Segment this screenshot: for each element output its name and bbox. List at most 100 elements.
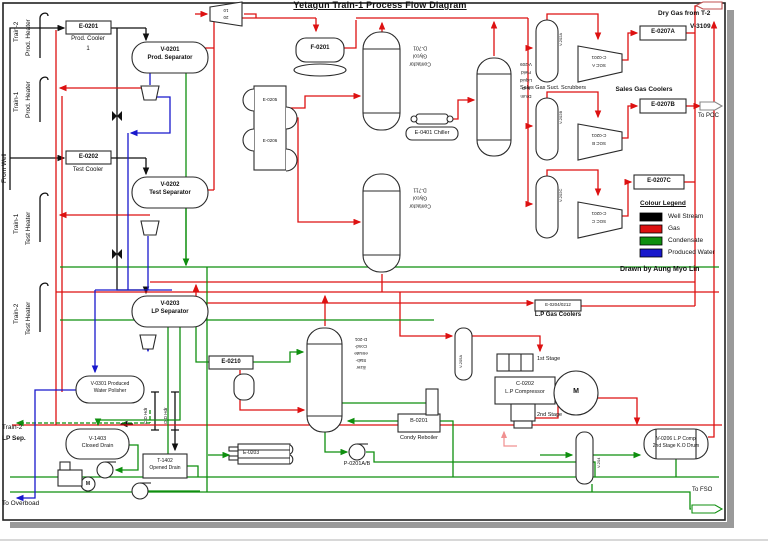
train2-lp-sep-line1: Train-2	[2, 424, 23, 431]
to-fso-connector	[691, 504, 724, 514]
t1402-tag: T-1402	[157, 458, 173, 464]
e0204-cooler-box	[534, 299, 582, 312]
c0202-stage1-ribs	[508, 354, 522, 371]
top-compressor-label-line: 10	[223, 8, 229, 14]
legend-condensate-label: Condensate	[668, 237, 704, 244]
d701-tangent-lines	[363, 48, 400, 114]
train1-test-heater-train-label: Train-1	[13, 213, 20, 234]
train1-prod-heater-train-label: Train-1	[13, 91, 20, 112]
legend-swatch-well-stream	[639, 212, 663, 222]
v202a-tag: V-202A	[558, 32, 563, 46]
produced-water-lines	[15, 72, 172, 502]
legend-swatch-gas	[639, 224, 663, 234]
train2-test-heater-train-label: Train-2	[13, 303, 20, 324]
legend-swatches	[639, 212, 663, 258]
t1402-opened-drain-tank	[142, 453, 188, 479]
c0202-stage2-base	[513, 420, 533, 429]
d711-contactor-column	[362, 173, 401, 273]
legend-swatch-condensate	[639, 236, 663, 246]
e0201-cooler-box	[65, 20, 112, 35]
v0202-water-boot	[140, 220, 160, 236]
c0201a-label-line: SGC A	[592, 63, 606, 69]
v209-label-line: Field	[521, 70, 531, 76]
e0202-tag: E-0202	[78, 154, 99, 160]
p0201-pump	[348, 443, 366, 461]
v0301-line2: Water Polisher	[93, 388, 127, 394]
v0206-ko-drum	[643, 428, 709, 460]
b0201-name: Condy Reboiler	[400, 435, 438, 441]
c0201c-label-line: C-0201	[591, 211, 607, 217]
d711-tangent-lines	[363, 190, 400, 256]
legend-title: Colour Legend	[640, 200, 686, 207]
v202c-tag: V-202C	[558, 188, 563, 202]
e0401-end-cap	[410, 115, 418, 123]
e0207a-tag: E-0207A	[651, 29, 675, 35]
c0201b-label-line: SGC B	[592, 141, 607, 147]
p0201-tag: P-0201A/B	[343, 461, 371, 467]
v202b-tag: V-202B	[558, 110, 563, 124]
v1403-closed-drain-vessel	[65, 428, 130, 460]
c0201c-compressor	[577, 201, 623, 239]
f0201-tag: F-0201	[310, 45, 330, 51]
t1402-name: Opened Drain	[149, 465, 181, 471]
v205a-suction-drum	[454, 327, 473, 381]
e0207c-tag: E-0207C	[647, 178, 671, 184]
d201-stabilizer-column	[306, 327, 343, 433]
d201-label-line: D-201	[354, 337, 368, 343]
e0203-nozzle	[228, 455, 239, 461]
exchanger-heads	[242, 88, 298, 172]
sump-pump-head	[59, 461, 71, 471]
c0201b-compressor	[577, 123, 623, 161]
offpage-connectors	[691, 1, 724, 514]
b0201-reboiler-stub	[425, 388, 439, 416]
open-drain-pump	[131, 482, 149, 500]
e0205-tag: E-0205	[262, 97, 278, 102]
e0401-end-cap	[446, 115, 454, 123]
d201-tangent-lines	[307, 343, 342, 417]
legend-well-stream-label: Well Stream	[668, 213, 704, 220]
v0206-tangent-lines	[655, 429, 697, 459]
e0207c-cooler-box	[633, 174, 685, 190]
e0210-tag: E-0210	[221, 359, 241, 365]
v0203-separator-vessel	[131, 295, 209, 328]
v1403-name: Closed Drain	[81, 443, 114, 449]
train2-lp-sep-line2: LP Sep.	[2, 435, 26, 442]
v209-tangent-lines	[477, 73, 511, 141]
drain-pump-motor-label: M	[85, 481, 91, 487]
v1403-tag: V-1403	[88, 436, 107, 442]
sales-gas-coolers-caption: Sales Gas Coolers	[615, 86, 673, 93]
e0201-unit: 1	[86, 46, 90, 52]
e0207b-cooler-box	[639, 98, 687, 114]
e0401-label-lozenge	[405, 126, 459, 141]
d201-label-line: Stab-	[355, 358, 367, 364]
to-fso-label: To FSO	[692, 487, 713, 493]
c0201c-label-line: SGC C	[591, 219, 607, 225]
train1-test-heater-label: Test Heater	[25, 211, 32, 245]
v202b-scrubber	[535, 97, 559, 161]
to-poc-label: To POC	[698, 113, 720, 119]
sump-pump-body	[57, 469, 83, 487]
d701-label-line: D-701	[413, 44, 427, 51]
c0202-name: L.P Compressor	[505, 389, 545, 395]
d711-label-line: D-711	[413, 186, 427, 193]
e0205-e0206-exchanger-block	[253, 85, 287, 171]
e0210-exchanger-box	[208, 355, 254, 370]
e0201-tag: E-0201	[78, 24, 99, 30]
dry-gas-inlet-connector	[694, 1, 723, 10]
v0203-water-boot	[139, 334, 157, 350]
legend-produced-water-label: Produced Water	[668, 249, 715, 256]
v204-drum	[575, 431, 594, 485]
closed-drain-header-label: C.D Hdr	[143, 407, 148, 424]
e0203-heads	[289, 444, 294, 465]
d711-label-line: Glycol	[413, 194, 427, 201]
d201-label-line: ilizer	[356, 365, 366, 371]
v0206-line1: V-0206 L.P Comp	[656, 436, 696, 442]
page-title: Yetagun Train-1 Process Flow Diagram	[293, 0, 467, 10]
e0203-tubes	[238, 449, 290, 459]
closed-drain-pump	[96, 461, 114, 479]
valves	[112, 111, 122, 259]
v0206-line2: 2nd Stage K.O Drum	[652, 443, 700, 449]
from-well-label: From Well	[1, 153, 8, 184]
